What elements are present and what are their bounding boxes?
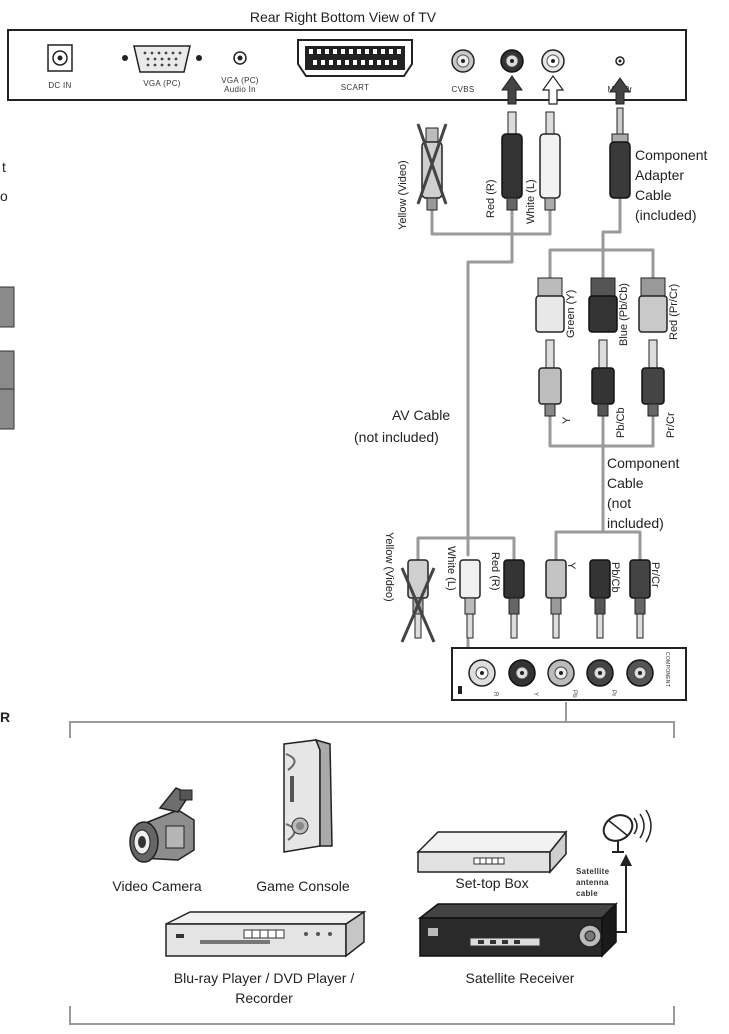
cut-text-r: R xyxy=(0,709,10,725)
arrow-red-up-icon xyxy=(501,75,523,105)
component-cable-label-3: (not xyxy=(607,495,631,511)
top-red-label: Red (R) xyxy=(485,179,497,218)
satellite-cable-label-1: Satellite xyxy=(576,867,610,876)
set-top-box-label: Set-top Box xyxy=(455,875,528,891)
game-console-icon xyxy=(283,738,333,853)
bottom-red-plug: Red (R) xyxy=(489,552,525,639)
arrow-white-up-icon xyxy=(541,74,565,105)
vga-audio-label-1: VGA (PC) xyxy=(221,76,259,85)
cut-gray-box-3 xyxy=(0,388,15,430)
satellite-cable-line xyxy=(614,864,627,933)
bottom-white-plug: White (L) xyxy=(445,546,481,639)
component-adapter-label-1: Component xyxy=(635,147,707,163)
game-console-label: Game Console xyxy=(256,878,350,894)
cut-text-o: o xyxy=(0,188,8,204)
cut-text-t: t xyxy=(2,159,6,175)
bottom-pr-label: Pr/Cr xyxy=(649,562,661,588)
satellite-receiver-label: Satellite Receiver xyxy=(466,970,575,986)
bluray-player-icon xyxy=(165,910,367,958)
component-adapter-label-3: Cable xyxy=(635,187,672,203)
tv-rear-panel: DC IN VGA (PC) VGA (PC) Audio In xyxy=(7,29,687,105)
plug-pr-label: Pr/Cr xyxy=(665,412,677,438)
satellite-arrow-up-icon xyxy=(620,854,632,866)
component-plug-y: Y xyxy=(538,339,573,424)
video-camera-icon xyxy=(129,787,195,863)
plug-y-label: Y xyxy=(561,416,573,424)
device-bracket-top xyxy=(69,702,675,738)
satellite-receiver-icon xyxy=(417,902,618,958)
bottom-white-label: White (L) xyxy=(445,546,457,591)
top-white-plug: White (L) xyxy=(525,111,561,224)
component-plug-pb: Pb/Cb xyxy=(591,339,627,438)
component-cable-label-4: included) xyxy=(607,515,664,531)
bluray-label-1: Blu-ray Player / DVD Player / xyxy=(174,970,355,986)
adapter-blue-jack: Blue (Pb/Cb) xyxy=(588,277,630,346)
component-adapter-label-2: Adapter xyxy=(635,167,684,183)
adapter-green-label: Green (Y) xyxy=(565,290,577,338)
bottom-plug-y: Y xyxy=(545,559,577,639)
cut-gray-box-1 xyxy=(0,286,15,328)
bottom-plug-pb: Pb/Cb xyxy=(589,559,621,639)
vga-audio-port: VGA (PC) Audio In xyxy=(221,51,259,94)
component-plug-pr: Pr/Cr xyxy=(641,339,677,438)
vga-audio-label-2: Audio In xyxy=(224,85,256,94)
adapter-red-jack: Red (Pr/Cr) xyxy=(638,277,680,340)
dc-in-port: DC IN xyxy=(47,44,73,90)
satellite-cable-label-3: cable xyxy=(576,889,598,898)
bottom-pb-label: Pb/Cb xyxy=(609,562,621,593)
adapter-red-label: Red (Pr/Cr) xyxy=(668,284,680,340)
diagram-title: Rear Right Bottom View of TV xyxy=(250,9,437,25)
video-camera-label: Video Camera xyxy=(112,878,201,894)
set-top-box-icon xyxy=(416,829,568,874)
top-white-label: White (L) xyxy=(525,179,537,224)
cut-gray-box-2 xyxy=(0,350,15,390)
top-red-plug: Red (R) xyxy=(485,111,523,218)
device-bracket-bottom xyxy=(69,1006,675,1025)
vga-port: VGA (PC) xyxy=(122,45,202,88)
bluray-label-2: Recorder xyxy=(235,990,293,1006)
cable-wires xyxy=(416,198,655,650)
bottom-plug-pr: Pr/Cr xyxy=(629,559,661,639)
scart-port: SCART xyxy=(297,39,413,92)
cvbs-label: CVBS xyxy=(452,85,475,94)
cvbs-jack: CVBS xyxy=(451,49,475,94)
satellite-cable-label-2: antenna xyxy=(576,878,609,887)
audio-r-jack xyxy=(500,49,524,73)
component-adapter-label-4: (included) xyxy=(635,207,696,223)
av-cable-label-1: AV Cable xyxy=(392,407,450,423)
panel-jack-y-label: Y xyxy=(532,692,538,696)
device-jack-panel: R Y Pb Pr COMPONENT xyxy=(451,647,687,701)
scart-label: SCART xyxy=(341,83,369,92)
bottom-yellow-label: Yellow (Video) xyxy=(383,532,395,602)
panel-jack-pr-label: Pr xyxy=(610,690,616,697)
satellite-dish-icon xyxy=(602,809,652,853)
panel-jack-pb-label: Pb xyxy=(571,690,577,698)
bottom-yellow-plug: Yellow (Video) xyxy=(383,532,436,643)
dc-in-label: DC IN xyxy=(48,81,71,90)
bottom-red-label: Red (R) xyxy=(489,552,501,591)
component-mini-plug xyxy=(609,107,631,199)
adapter-blue-label: Blue (Pb/Cb) xyxy=(618,283,630,346)
component-cable-label-2: Cable xyxy=(607,475,644,491)
bottom-y-label: Y xyxy=(565,562,577,570)
plug-pb-label: Pb/Cb xyxy=(615,407,627,438)
top-yellow-label: Yellow (Video) xyxy=(397,160,409,230)
arrow-component-up-icon xyxy=(609,77,631,105)
av-cable-label-2: (not included) xyxy=(354,429,439,445)
panel-side-label: COMPONENT xyxy=(664,652,670,687)
adapter-green-jack: Green (Y) xyxy=(535,277,577,338)
vga-label: VGA (PC) xyxy=(143,79,181,88)
top-yellow-plug: Yellow (Video) xyxy=(397,123,448,230)
component-cable-label-1: Component xyxy=(607,455,679,471)
audio-l-jack xyxy=(541,49,565,73)
panel-jack-r-label: R xyxy=(492,692,498,697)
